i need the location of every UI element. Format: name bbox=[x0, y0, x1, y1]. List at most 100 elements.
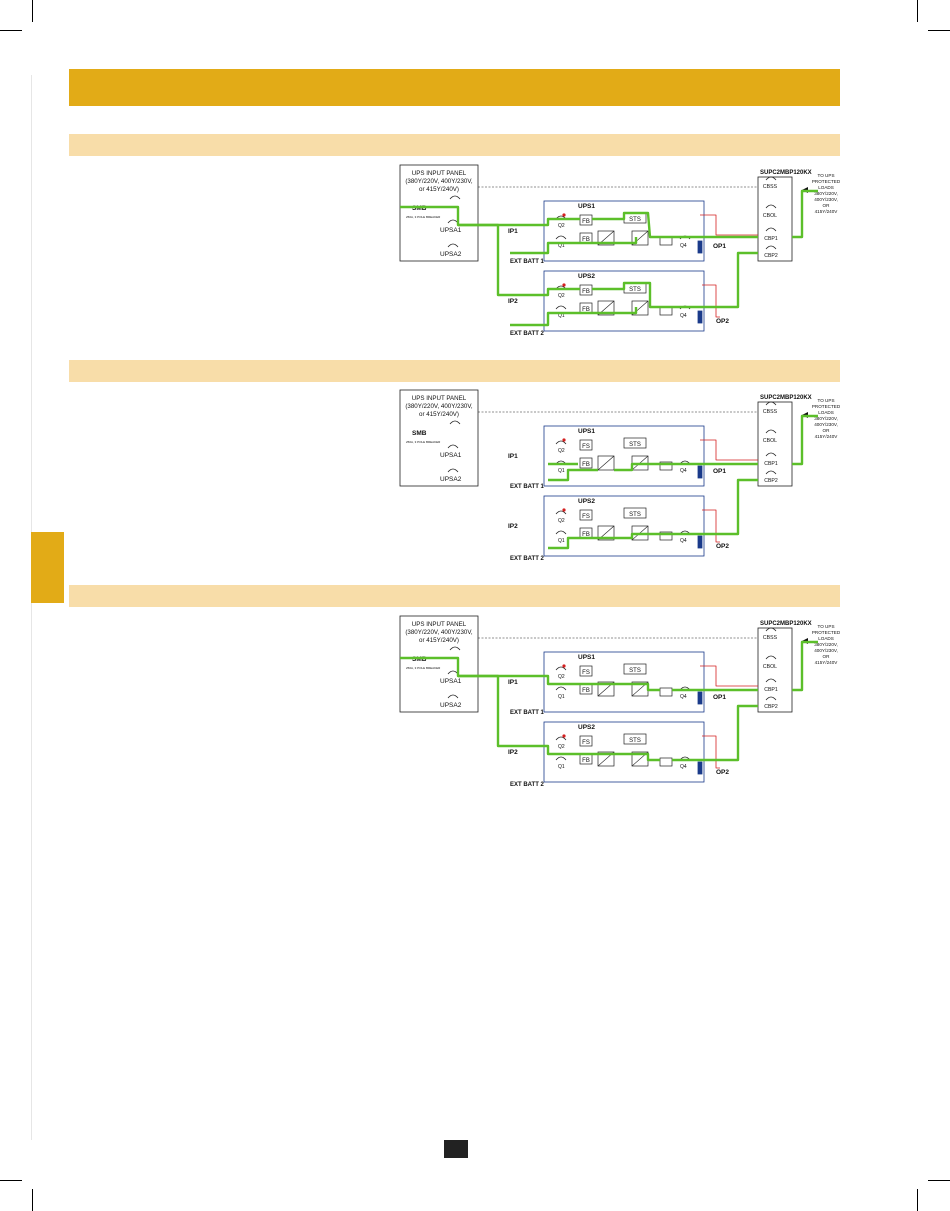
smb-note: 250A, 3 POLE BREAKER bbox=[406, 215, 441, 219]
ups2-box bbox=[543, 495, 705, 557]
sts-block-label-1: STS bbox=[629, 217, 641, 223]
breaker-cbp2 bbox=[765, 696, 777, 701]
breaker-q1-2 bbox=[555, 756, 567, 761]
ups1-label: UPS1 bbox=[578, 428, 595, 435]
breaker-q1-1 bbox=[555, 235, 567, 240]
breaker-cbp2 bbox=[765, 245, 777, 250]
load-label: 400Y/230V, bbox=[814, 197, 838, 202]
power-path-ups2-out bbox=[548, 478, 758, 550]
breaker-cbol bbox=[765, 655, 777, 660]
bypass-cabinet-box bbox=[757, 401, 793, 487]
fs-block-2 bbox=[579, 735, 593, 747]
fs-block-label-1: FB bbox=[582, 219, 590, 225]
sts-block-1 bbox=[623, 437, 647, 449]
op1-red-conductor bbox=[700, 665, 758, 687]
q4-label-2: Q4 bbox=[680, 538, 687, 544]
crop-mark bbox=[0, 30, 22, 31]
smb-label: SMB bbox=[412, 205, 427, 212]
input-panel-title: UPS INPUT PANEL bbox=[412, 170, 467, 177]
cabinet-label: SUPC2MBP120KX bbox=[760, 621, 812, 627]
upsa2-label: UPSA2 bbox=[440, 476, 462, 483]
sts-block-label-2: STS bbox=[629, 738, 641, 744]
fb-block-label-1: FB bbox=[582, 462, 590, 468]
power-path-ups2-bypass bbox=[458, 674, 660, 762]
power-path-batt1 bbox=[510, 237, 638, 255]
breaker-cbp1 bbox=[765, 452, 777, 457]
sts-block-2 bbox=[623, 733, 647, 745]
input-panel-title: UPS INPUT PANEL bbox=[412, 621, 467, 628]
sts-block-2 bbox=[623, 507, 647, 519]
power-path-ups2-out bbox=[592, 251, 758, 309]
upsa1-label: UPSA1 bbox=[440, 227, 462, 234]
breaker-upsa2 bbox=[447, 468, 459, 473]
load-label: PROTECTED bbox=[812, 179, 841, 184]
op1-label: OP1 bbox=[713, 468, 726, 475]
breaker-smb bbox=[449, 195, 461, 200]
op2-red-conductor bbox=[702, 284, 720, 318]
ups1-box bbox=[543, 425, 705, 487]
q2-label-1: Q2 bbox=[558, 223, 565, 229]
breaker-smb bbox=[449, 646, 461, 651]
breaker-cbol bbox=[765, 429, 777, 434]
cbp1-label: CBP1 bbox=[764, 236, 778, 242]
power-path-ups2-out bbox=[672, 704, 758, 762]
fb-block-1 bbox=[579, 457, 593, 469]
load-label: 415Y/240V bbox=[815, 209, 839, 214]
load-label: TO UPS bbox=[817, 173, 834, 178]
ext-batt2-label: EXT BATT 2 bbox=[510, 782, 545, 788]
op2-label: OP2 bbox=[716, 318, 729, 325]
power-path-ups2-bypass bbox=[458, 223, 580, 297]
breaker-q1-2 bbox=[555, 530, 567, 535]
ip1-label: IP1 bbox=[508, 453, 518, 460]
fs-block-1 bbox=[579, 665, 593, 677]
ext-batt1-label: EXT BATT 1 bbox=[510, 259, 545, 265]
power-path-ups1-bypass bbox=[400, 205, 580, 227]
op1-label: OP1 bbox=[713, 694, 726, 701]
breaker-cbss bbox=[765, 401, 777, 406]
output-block-1 bbox=[659, 461, 673, 471]
op1-red-conductor bbox=[700, 439, 758, 461]
output-block-1 bbox=[659, 687, 673, 697]
load-label: 380Y/220V, bbox=[814, 416, 838, 421]
cbp1-label: CBP1 bbox=[764, 687, 778, 693]
breaker-smb bbox=[449, 420, 461, 425]
input-panel-title: (380Y/220V, 400Y/230V, bbox=[405, 403, 473, 410]
smb-note: 250A, 3 POLE BREAKER bbox=[406, 440, 441, 444]
ups2-label: UPS2 bbox=[578, 724, 595, 731]
ext-batt1-label: EXT BATT 1 bbox=[510, 484, 545, 490]
ext-batt1-label: EXT BATT 1 bbox=[510, 710, 545, 716]
power-path-load bbox=[792, 414, 818, 466]
breaker-cbp1 bbox=[765, 678, 777, 683]
wiring-diagram-3: UPS INPUT PANEL(380Y/220V, 400Y/230V,or … bbox=[399, 615, 841, 788]
crop-mark bbox=[32, 0, 33, 22]
power-path-load bbox=[792, 189, 818, 239]
bypass-cabinet-box bbox=[757, 627, 793, 713]
load-label: 400Y/230V, bbox=[814, 648, 838, 653]
breaker-cbss bbox=[765, 176, 777, 181]
upsa1-label: UPSA1 bbox=[440, 678, 462, 685]
load-label: 380Y/220V, bbox=[814, 191, 838, 196]
ip1-label: IP1 bbox=[508, 679, 518, 686]
wiring-diagram-1: UPS INPUT PANEL(380Y/220V, 400Y/230V,or … bbox=[399, 164, 841, 337]
ups2-box bbox=[543, 721, 705, 783]
load-label: PROTECTED bbox=[812, 630, 841, 635]
q1-label-1: Q1 bbox=[558, 468, 565, 474]
input-panel-box bbox=[399, 615, 479, 713]
red-indicator-1 bbox=[562, 438, 566, 442]
parallel-port-1 bbox=[697, 691, 703, 705]
red-indicator-2 bbox=[562, 734, 566, 738]
breaker-q2-2 bbox=[555, 736, 567, 741]
load-label: TO UPS bbox=[817, 624, 834, 629]
sts-block-label-1: STS bbox=[629, 668, 641, 674]
breaker-cbol bbox=[765, 204, 777, 209]
q2-label-1: Q2 bbox=[558, 674, 565, 680]
breaker-upsa2 bbox=[447, 243, 459, 248]
load-label: 400Y/230V, bbox=[814, 422, 838, 427]
left-margin-rule bbox=[31, 75, 32, 1140]
q1-label-1: Q1 bbox=[558, 694, 565, 700]
ups2-label: UPS2 bbox=[578, 498, 595, 505]
breaker-q2-2 bbox=[555, 510, 567, 515]
fb-block-label-1: FB bbox=[582, 688, 590, 694]
cbp1-label: CBP1 bbox=[764, 461, 778, 467]
power-path-batt1 bbox=[548, 468, 598, 482]
